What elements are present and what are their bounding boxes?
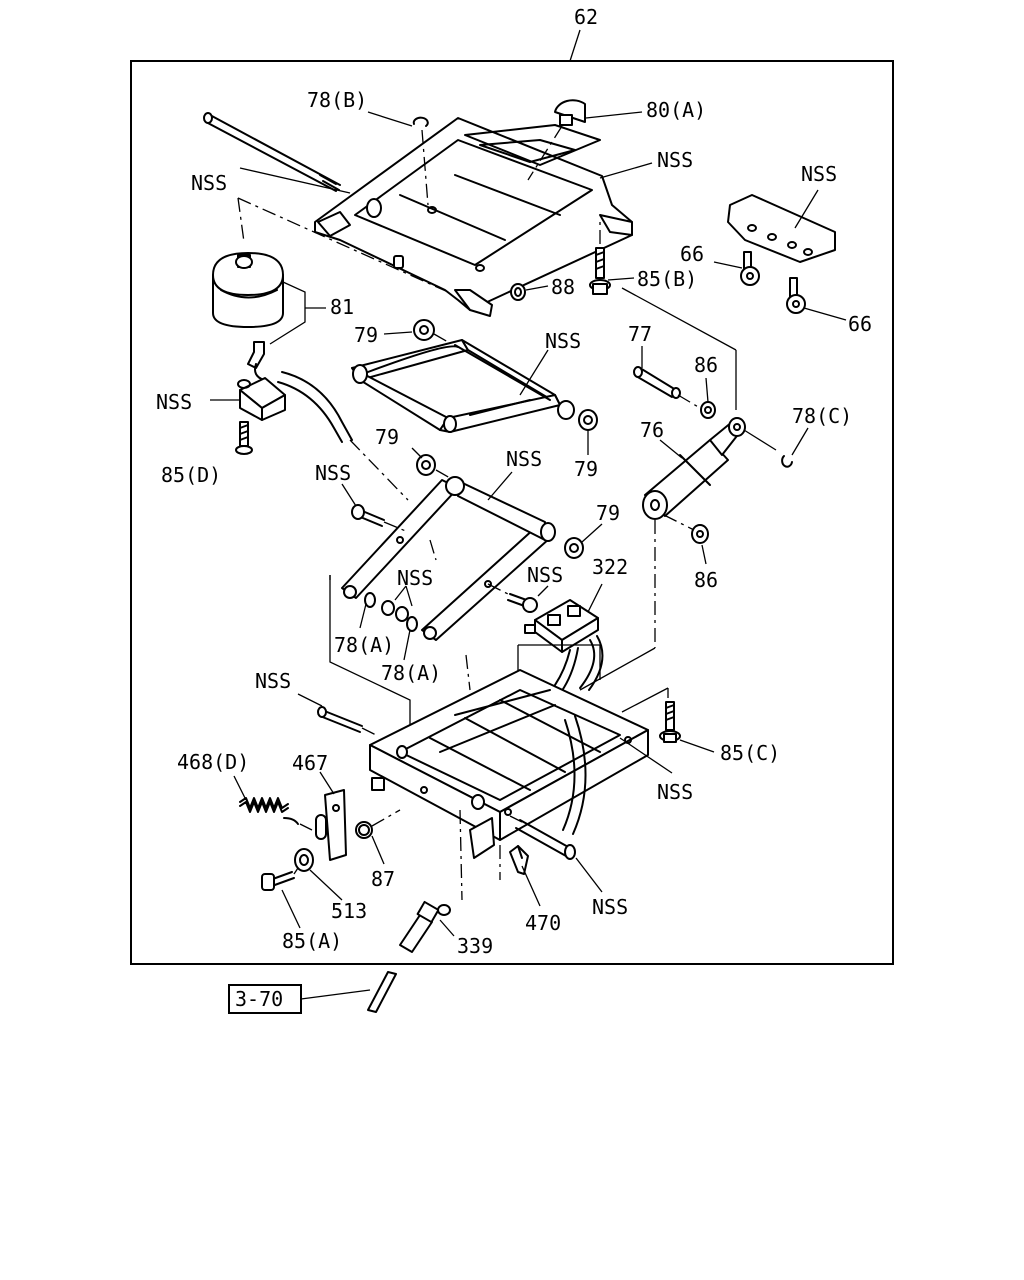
pin-77 (633, 366, 681, 399)
label-339: 339 (457, 934, 493, 958)
label-85d: 85(D) (161, 463, 221, 487)
label-470: 470 (525, 911, 561, 935)
label-77: 77 (628, 322, 652, 346)
top-plate (314, 117, 633, 317)
label-81: 81 (330, 295, 354, 319)
label-86-top: 86 (694, 353, 718, 377)
label-66-a: 66 (680, 242, 704, 266)
plate-467 (315, 789, 347, 861)
label-62: 62 (574, 5, 598, 29)
label-nss-bushings: NSS (397, 566, 433, 590)
bolt-85b (589, 247, 611, 295)
label-ref-box[interactable]: 3-70 (235, 987, 283, 1011)
spring-468d (239, 797, 299, 825)
label-85b: 85(B) (637, 267, 697, 291)
label-nss-bolt-left: NSS (315, 461, 351, 485)
fitting-339 (399, 900, 451, 953)
label-87: 87 (371, 867, 395, 891)
label-nss-small-bracket: NSS (156, 390, 192, 414)
bolt-85c (659, 701, 681, 743)
lower-link (341, 476, 556, 641)
label-513: 513 (331, 899, 367, 923)
label-88: 88 (551, 275, 575, 299)
label-nss-pin-bottom: NSS (592, 895, 628, 919)
label-322: 322 (592, 555, 628, 579)
label-78a-left: 78(A) (334, 633, 394, 657)
base-frame (369, 669, 649, 859)
nss-pin-left (317, 706, 363, 733)
label-nss-right-bracket: NSS (801, 162, 837, 186)
clip-470 (509, 845, 529, 875)
label-468d: 468(D) (177, 750, 249, 774)
label-nss-top-plate: NSS (657, 148, 693, 172)
label-79-top: 79 (354, 323, 378, 347)
bolt-66-b (786, 277, 806, 314)
small-bracket (237, 377, 286, 421)
label-nss-lower-link: NSS (506, 447, 542, 471)
label-79-lower: 79 (596, 501, 620, 525)
label-nss-pin-left: NSS (255, 669, 291, 693)
label-78b: 78(B) (307, 88, 367, 112)
label-nss-bolt-mid: NSS (527, 563, 563, 587)
label-nss-rod: NSS (191, 171, 227, 195)
nss-bolt-mid (507, 593, 538, 613)
label-85c: 85(C) (720, 741, 780, 765)
damper (642, 417, 746, 520)
label-79-mid: 79 (375, 425, 399, 449)
nss-bolt-left (351, 504, 385, 527)
label-79-right: 79 (574, 457, 598, 481)
label-80a: 80(A) (646, 98, 706, 122)
long-rod (203, 112, 341, 192)
label-467: 467 (292, 751, 328, 775)
nss-pin-bottom (515, 819, 576, 860)
diagram-frame (130, 60, 894, 965)
bolt-66-a (740, 251, 760, 286)
right-bracket (727, 194, 836, 263)
bolt-85a (261, 871, 295, 891)
label-76: 76 (640, 418, 664, 442)
upper-link (351, 339, 575, 433)
bolt-85d (235, 421, 253, 455)
label-nss-upper-link: NSS (545, 329, 581, 353)
label-78a-right: 78(A) (381, 661, 441, 685)
label-66-b: 66 (848, 312, 872, 336)
label-86-bottom: 86 (694, 568, 718, 592)
label-85a: 85(A) (282, 929, 342, 953)
valve-322 (524, 599, 599, 653)
assembly-leader (569, 29, 581, 62)
air-spring (212, 252, 284, 328)
label-nss-base-frame: NSS (657, 780, 693, 804)
label-78c: 78(C) (792, 404, 852, 428)
